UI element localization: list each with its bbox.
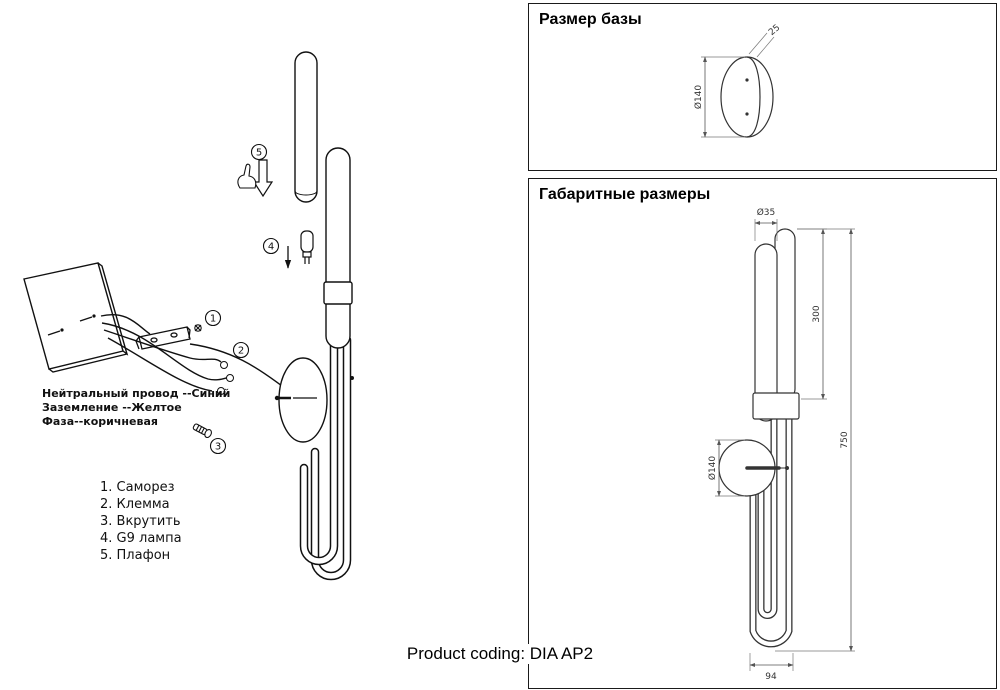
callout-2: 2 — [232, 341, 250, 359]
parts-list-item-1: 1. Саморез — [100, 480, 175, 495]
base-width-label: 94 — [765, 672, 777, 682]
wire-terminals — [217, 361, 234, 395]
callout-3: 3 — [209, 437, 227, 455]
overall-dimensions-drawing: Ø35 300 750 Ø140 94 — [707, 207, 855, 682]
base-size-title: Размер базы — [539, 11, 642, 28]
parts-list-item-4: 4. G9 лампа — [100, 531, 182, 546]
lamp-tube — [323, 147, 354, 380]
base-depth-dimension: 25 — [748, 23, 782, 58]
base-diameter-dimension: Ø140 — [693, 56, 745, 138]
tube-length-dimension: 300 — [797, 228, 827, 400]
total-height-label: 750 — [840, 431, 850, 448]
callout-1: 1 — [204, 309, 222, 327]
wires — [100, 314, 283, 392]
callout-5: 5 — [250, 143, 268, 161]
wire-label-ground: Заземление --Желтое — [42, 401, 182, 414]
glass-shade — [294, 51, 318, 203]
g9-bulb-icon — [300, 230, 314, 264]
callout-5-number: 5 — [256, 148, 262, 159]
base-size-drawing: Ø140 25 — [693, 23, 782, 138]
tube-diameter-label: Ø35 — [757, 207, 776, 218]
wire-label-neutral: Нейтральный провод --Синий — [42, 387, 230, 400]
canopy — [274, 357, 328, 443]
canopy-dim — [718, 439, 789, 497]
base-depth-label: 25 — [767, 23, 782, 38]
tube-length-label: 300 — [812, 305, 822, 322]
overall-dimensions-panel: Габаритные размеры — [528, 178, 997, 689]
base-width-dimension: 94 — [749, 653, 794, 682]
parts-list-item-5: 5. Плафон — [100, 548, 170, 563]
canopy-diameter-label: Ø140 — [707, 456, 718, 481]
tube-diameter-dimension: Ø35 — [754, 207, 778, 241]
wall-plate — [23, 262, 129, 373]
screw-icon — [194, 324, 202, 332]
screw-in-icon — [192, 423, 212, 439]
canopy-diameter-dimension: Ø140 — [707, 439, 745, 497]
callout-4: 4 — [262, 237, 280, 255]
lamp-tubes-dim — [752, 228, 800, 422]
assembly-diagram: 1 2 3 4 5 Нейтральный провод --Синий Заз… — [23, 51, 354, 581]
base-disc — [720, 56, 774, 138]
hand-icon — [237, 163, 257, 189]
overall-dimensions-title: Габаритные размеры — [539, 186, 711, 203]
wire-label-phase: Фаза--коричневая — [42, 415, 158, 428]
base-size-panel: Размер базы Ø140 25 — [528, 3, 997, 171]
base-diameter-label: Ø140 — [693, 85, 704, 110]
product-coding: Product coding: DIA AP2 — [398, 644, 602, 664]
total-height-dimension: 750 — [775, 228, 855, 652]
callout-2-number: 2 — [238, 346, 244, 357]
frame-tubes-dim — [749, 415, 793, 648]
parts-list-item-3: 3. Вкрутить — [100, 514, 181, 529]
callout-1-number: 1 — [210, 314, 216, 325]
push-down-arrow-icon — [252, 159, 274, 198]
parts-list-item-2: 2. Клемма — [100, 497, 170, 512]
callout-3-number: 3 — [215, 442, 221, 453]
frame-tubes — [299, 325, 352, 581]
callout-4-number: 4 — [268, 242, 274, 253]
